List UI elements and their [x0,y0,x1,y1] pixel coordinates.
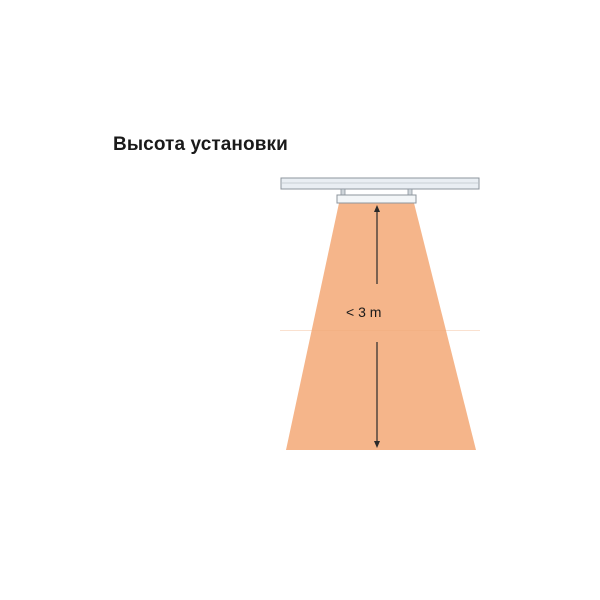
ceiling-rail-icon [280,177,480,190]
page-title: Высота установки [113,134,288,155]
height-label: < 3 m [346,304,382,320]
beam-tone-band [280,330,480,331]
height-arrow-icon [374,205,380,448]
heat-beam-shape [286,203,476,450]
heater-unit-icon [336,188,417,204]
